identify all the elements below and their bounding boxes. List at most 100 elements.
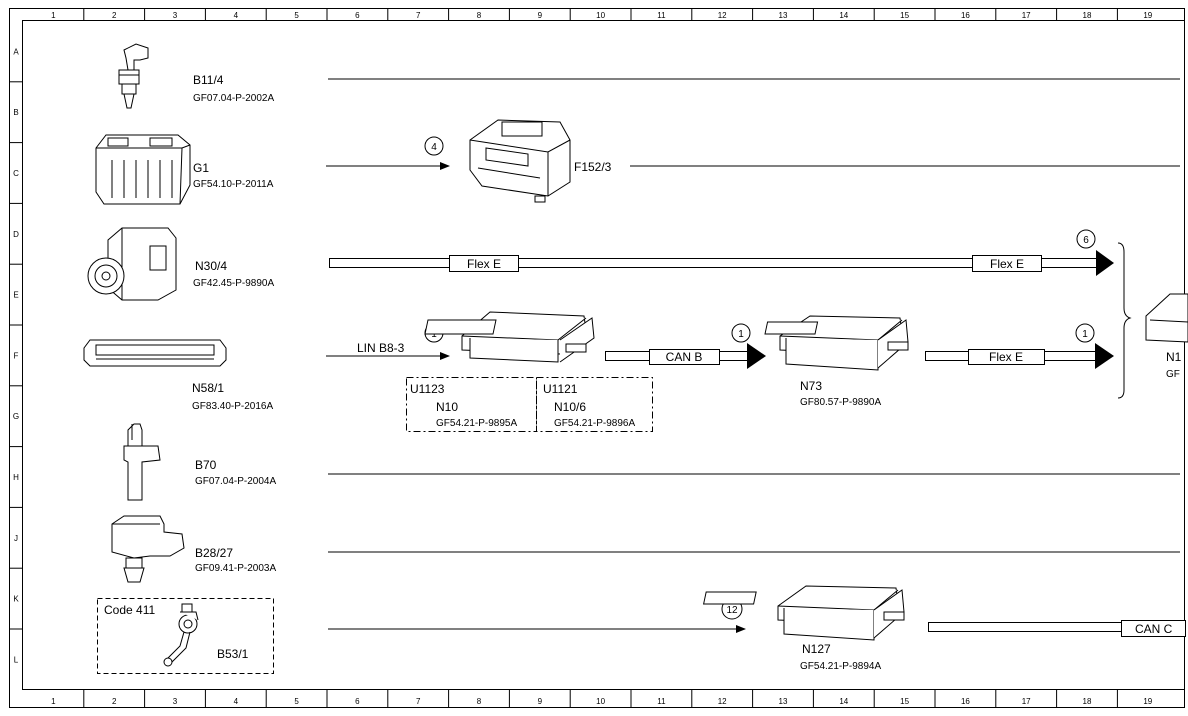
b11-4-sensor-picture bbox=[118, 43, 149, 109]
row-label-E: E bbox=[13, 291, 18, 300]
row-label-H: H bbox=[13, 473, 19, 482]
n73-module-picture bbox=[764, 315, 909, 371]
n1-partial-doc: GF bbox=[1166, 369, 1180, 380]
column-label-bottom-12: 12 bbox=[718, 697, 727, 706]
column-label-top-8: 8 bbox=[477, 11, 482, 20]
flex-e-label-2: Flex E bbox=[990, 257, 1024, 271]
n30-4-code: N30/4 bbox=[195, 259, 227, 273]
b53-1-sensor-picture bbox=[163, 603, 199, 667]
n58-1-code: N58/1 bbox=[192, 381, 224, 395]
row-label-B: B bbox=[13, 108, 18, 117]
column-label-bottom-11: 11 bbox=[657, 697, 666, 706]
column-label-bottom-15: 15 bbox=[900, 697, 909, 706]
marker-1-flexe: 1 bbox=[1075, 323, 1095, 343]
n1-partial-module-picture bbox=[1145, 293, 1188, 343]
n127-code: N127 bbox=[802, 642, 831, 656]
can-b-bus: CAN B bbox=[605, 343, 766, 369]
row-label-L: L bbox=[14, 655, 19, 664]
column-label-bottom-13: 13 bbox=[779, 697, 788, 706]
row-label-D: D bbox=[13, 230, 19, 239]
column-label-top-4: 4 bbox=[234, 11, 239, 20]
b28-27-sensor-picture bbox=[111, 515, 185, 583]
connection-lines bbox=[326, 78, 1180, 633]
svg-text:1: 1 bbox=[738, 329, 744, 340]
frame bbox=[9, 8, 1185, 708]
column-label-bottom-14: 14 bbox=[839, 697, 848, 706]
column-label-top-18: 18 bbox=[1083, 11, 1092, 20]
n10-doc: GF54.21-P-9895A bbox=[436, 418, 517, 429]
flex-e-bus-lower: Flex E bbox=[925, 343, 1114, 369]
column-label-bottom-10: 10 bbox=[596, 697, 605, 706]
marker-4: 4 bbox=[424, 136, 444, 156]
column-label-bottom-5: 5 bbox=[294, 697, 299, 706]
column-label-bottom-1: 1 bbox=[51, 697, 56, 706]
column-label-top-6: 6 bbox=[355, 11, 360, 20]
column-label-top-9: 9 bbox=[538, 11, 543, 20]
row-label-G: G bbox=[13, 412, 19, 421]
can-b-label: CAN B bbox=[666, 350, 703, 364]
column-label-bottom-16: 16 bbox=[961, 697, 970, 706]
column-label-top-5: 5 bbox=[294, 11, 299, 20]
column-label-top-2: 2 bbox=[112, 11, 117, 20]
n58-1-doc: GF83.40-P-2016A bbox=[192, 401, 273, 412]
column-label-bottom-4: 4 bbox=[234, 697, 239, 706]
svg-text:6: 6 bbox=[1083, 235, 1089, 246]
column-label-top-17: 17 bbox=[1022, 11, 1031, 20]
f152-3-code: F152/3 bbox=[574, 160, 612, 174]
n10-code: N10 bbox=[436, 400, 458, 414]
n10-6-doc: GF54.21-P-9896A bbox=[554, 418, 635, 429]
column-label-bottom-17: 17 bbox=[1022, 697, 1031, 706]
column-label-top-19: 19 bbox=[1143, 11, 1152, 20]
column-label-bottom-6: 6 bbox=[355, 697, 360, 706]
column-label-top-1: 1 bbox=[51, 11, 56, 20]
row-label-K: K bbox=[13, 595, 19, 604]
svg-text:1: 1 bbox=[1082, 329, 1088, 340]
column-label-bottom-9: 9 bbox=[538, 697, 543, 706]
flex-e-label-1: Flex E bbox=[467, 257, 501, 271]
row-label-J: J bbox=[14, 534, 18, 543]
u1121-variant: U1121 bbox=[543, 382, 578, 396]
g1-code: G1 bbox=[193, 161, 209, 175]
column-label-bottom-2: 2 bbox=[112, 697, 117, 706]
column-label-bottom-7: 7 bbox=[416, 697, 421, 706]
can-c-bus: CAN C bbox=[928, 620, 1186, 637]
column-label-top-15: 15 bbox=[900, 11, 909, 20]
bracket bbox=[1117, 242, 1132, 399]
n127-doc: GF54.21-P-9894A bbox=[800, 661, 881, 672]
row-label-F: F bbox=[14, 351, 19, 360]
n10-module-picture bbox=[424, 311, 595, 363]
n73-doc: GF80.57-P-9890A bbox=[800, 397, 881, 408]
circle-markers: 4 1 1 1 6 12 bbox=[424, 136, 1096, 620]
column-label-top-11: 11 bbox=[657, 11, 666, 20]
code-411-label: Code 411 bbox=[104, 603, 155, 617]
column-ticks: 1122334455667788991010111112121313141415… bbox=[51, 9, 1153, 707]
marker-6: 6 bbox=[1076, 229, 1096, 249]
b53-1-code: B53/1 bbox=[217, 647, 249, 661]
n10-6-code: N10/6 bbox=[554, 400, 586, 414]
column-label-bottom-19: 19 bbox=[1143, 697, 1152, 706]
variant-boxes bbox=[406, 377, 653, 432]
b70-doc: GF07.04-P-2004A bbox=[195, 476, 276, 487]
f152-3-fusebox-picture bbox=[469, 119, 571, 203]
b28-27-doc: GF09.41-P-2003A bbox=[195, 563, 276, 574]
dashed-boxes bbox=[97, 598, 274, 674]
column-label-top-12: 12 bbox=[718, 11, 727, 20]
column-label-top-3: 3 bbox=[173, 11, 178, 20]
marker-1-canb: 1 bbox=[731, 323, 751, 343]
column-label-top-14: 14 bbox=[839, 11, 848, 20]
column-label-bottom-3: 3 bbox=[173, 697, 178, 706]
n30-4-module-picture bbox=[87, 227, 177, 301]
b70-sensor-picture bbox=[123, 423, 161, 501]
column-label-top-7: 7 bbox=[416, 11, 421, 20]
n73-code: N73 bbox=[800, 379, 822, 393]
svg-text:4: 4 bbox=[431, 142, 437, 153]
n30-4-doc: GF42.45-P-9890A bbox=[193, 278, 274, 289]
flex-e-label-3: Flex E bbox=[989, 350, 1023, 364]
column-label-bottom-18: 18 bbox=[1083, 697, 1092, 706]
flex-e-bus-top: Flex E Flex E bbox=[329, 250, 1114, 276]
n1-partial-code: N1 bbox=[1166, 350, 1182, 364]
column-label-top-10: 10 bbox=[596, 11, 605, 20]
b28-27-code: B28/27 bbox=[195, 546, 233, 560]
